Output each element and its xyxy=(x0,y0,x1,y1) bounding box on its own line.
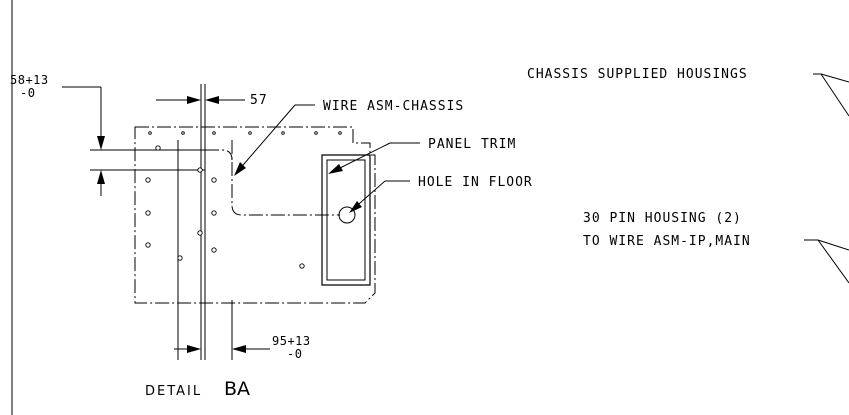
floor-hole xyxy=(338,206,356,224)
dimension-58: 58+13 -0 xyxy=(10,73,105,196)
wire-asm-chassis-callout: WIRE ASM-CHASSIS xyxy=(234,99,464,176)
pin-housing-label-1: 30 PIN HOUSING (2) xyxy=(583,211,742,226)
pin-housing-callout: 30 PIN HOUSING (2) TO WIRE ASM-IP,MAIN xyxy=(583,211,849,284)
hole-in-floor-label: HOLE IN FLOOR xyxy=(418,175,533,190)
hole-in-floor-callout: HOLE IN FLOOR xyxy=(349,175,533,213)
panel-trim-label: PANEL TRIM xyxy=(428,137,516,152)
dimension-95: 95+13 -0 xyxy=(174,334,311,361)
dim-58-tol: -0 xyxy=(20,86,35,100)
dim-95-tol: -0 xyxy=(287,347,302,361)
panel-trim-callout: PANEL TRIM xyxy=(328,137,516,174)
detail-prefix: DETAIL xyxy=(145,384,202,399)
dim-95-main: 95+13 xyxy=(272,334,311,348)
wire-routing-path xyxy=(231,139,340,216)
dim-57-label: 57 xyxy=(250,93,268,108)
detail-title: DETAIL BA xyxy=(145,378,250,400)
dimension-57: 57 xyxy=(156,93,268,108)
pin-housing-label-2: TO WIRE ASM-IP,MAIN xyxy=(583,234,751,249)
panel-holes xyxy=(145,131,342,269)
panel-outline xyxy=(134,126,376,304)
dim-58-main: 58+13 xyxy=(10,73,49,87)
wire-corner xyxy=(205,149,233,161)
chassis-supplied-callout: CHASSIS SUPPLIED HOUSINGS xyxy=(527,67,849,117)
panel-trim-inner xyxy=(326,159,366,281)
chassis-supplied-label: CHASSIS SUPPLIED HOUSINGS xyxy=(527,67,748,82)
wire-asm-chassis-label: WIRE ASM-CHASSIS xyxy=(323,99,464,114)
detail-id: BA xyxy=(224,378,250,400)
panel-trim-outline xyxy=(321,154,371,286)
